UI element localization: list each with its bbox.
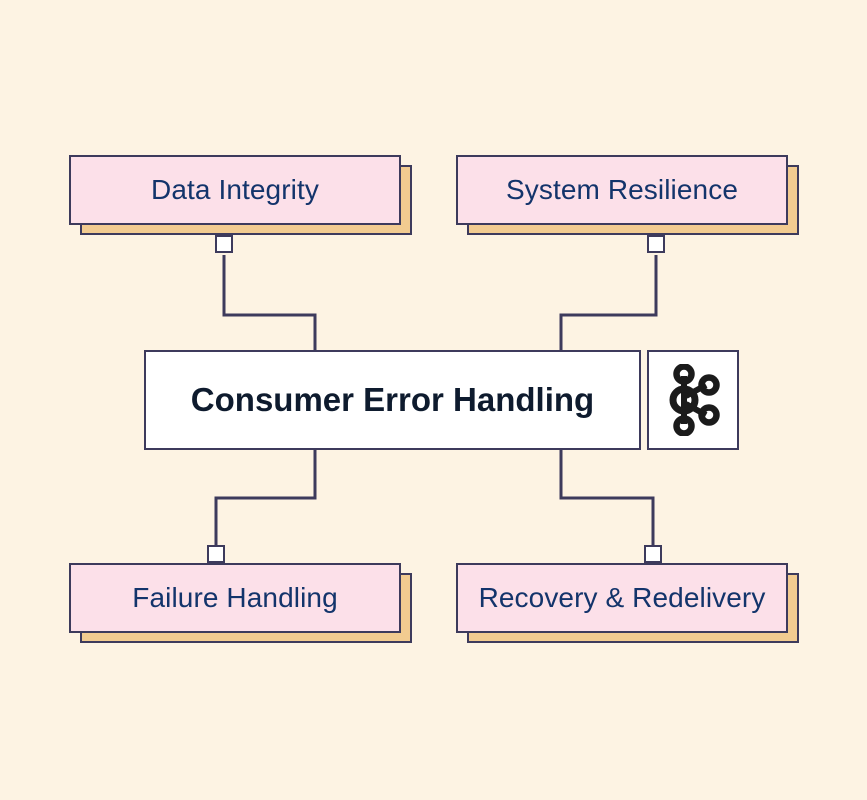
node-data-integrity[interactable]: Data Integrity — [69, 155, 401, 225]
port-recovery-redelivery — [644, 545, 662, 563]
node-failure-handling[interactable]: Failure Handling — [69, 563, 401, 633]
kafka-logo-icon — [669, 364, 720, 436]
node-label-system-resilience: System Resilience — [505, 174, 738, 205]
connector-recovery-redelivery — [559, 450, 655, 548]
port-system-resilience — [647, 235, 665, 253]
connector-failure-handling — [214, 450, 317, 548]
connector-data-integrity — [222, 255, 317, 351]
node-recovery-redelivery[interactable]: Recovery & Redelivery — [456, 563, 788, 633]
connector-system-resilience — [559, 255, 658, 351]
port-data-integrity — [215, 235, 233, 253]
node-label-failure-handling: Failure Handling — [132, 582, 338, 613]
node-consumer-error-handling[interactable]: Consumer Error Handling — [144, 350, 641, 450]
node-system-resilience[interactable]: System Resilience — [456, 155, 788, 225]
node-label-recovery-redelivery: Recovery & Redelivery — [478, 582, 766, 613]
port-failure-handling — [207, 545, 225, 563]
kafka-logo-icon-container — [647, 350, 739, 450]
node-label-consumer-error-handling: Consumer Error Handling — [190, 381, 595, 418]
node-label-data-integrity: Data Integrity — [151, 174, 319, 205]
